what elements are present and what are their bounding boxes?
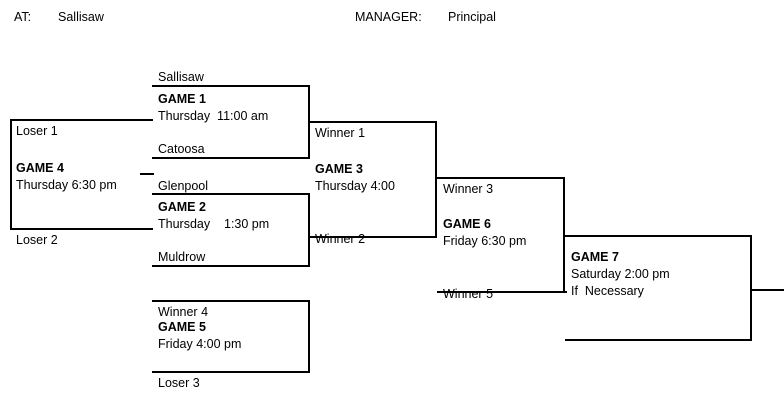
game-6-bottom-rule <box>437 291 565 293</box>
game-7-top-rule <box>565 235 752 237</box>
game-1-top-rule <box>152 85 310 87</box>
game-2-title: GAME 2 <box>158 200 206 214</box>
manager-label: MANAGER: <box>355 10 422 24</box>
game-6-top-rule <box>437 177 565 179</box>
game-2-schedule: Thursday 1:30 pm <box>158 217 270 231</box>
game-4-left-edge <box>10 119 12 229</box>
connector-game-4-out <box>140 173 154 175</box>
game-4-top-rule <box>10 119 153 121</box>
game-6-schedule: Friday 6:30 pm <box>443 234 527 248</box>
connector-game-3-to-game-6 <box>435 177 439 179</box>
game-3-bottom-slot: Winner 2 <box>315 232 366 246</box>
game-1-top-slot: Sallisaw <box>158 70 204 84</box>
game-7-title: GAME 7 <box>571 250 619 264</box>
game-3-title: GAME 3 <box>315 162 363 176</box>
connector-game-6-to-game-7 <box>563 291 567 293</box>
at-value: Sallisaw <box>58 10 104 24</box>
game-6-right-edge <box>563 177 565 292</box>
game-3-top-rule <box>310 121 437 123</box>
game-3-top-slot: Winner 1 <box>315 126 366 140</box>
game-1-title: GAME 1 <box>158 92 206 106</box>
manager-value: Principal <box>448 10 496 24</box>
game-4-top-slot: Loser 1 <box>16 124 58 138</box>
game-1-schedule: Thursday 11:00 am <box>158 109 269 123</box>
game-5-bottom-slot: Loser 3 <box>158 376 200 390</box>
game-5-schedule: Friday 4:00 pm <box>158 337 242 351</box>
at-label: AT: <box>14 10 32 24</box>
connector-game-2-to-game-3 <box>308 236 312 238</box>
game-4-title: GAME 4 <box>16 161 64 175</box>
game-5-bottom-rule <box>152 371 310 373</box>
game-7-right-edge <box>750 235 752 340</box>
game-7-bottom-rule <box>565 339 752 341</box>
game-3-schedule: Thursday 4:00 <box>315 179 395 193</box>
game-5-right-edge <box>308 300 310 372</box>
game-2-right-edge <box>308 193 310 266</box>
game-2-top-rule <box>152 193 310 195</box>
connector-game-1-to-game-3 <box>308 121 312 123</box>
game-6-top-slot: Winner 3 <box>443 182 494 196</box>
game-4-bottom-slot: Loser 2 <box>16 233 58 247</box>
game-1-bottom-slot: Catoosa <box>158 142 205 156</box>
game-2-bottom-slot: Muldrow <box>158 250 206 264</box>
game-7-note: If Necessary <box>571 284 644 298</box>
connector-game-7-champion-out <box>752 289 784 291</box>
game-4-schedule: Thursday 6:30 pm <box>16 178 117 192</box>
game-5-top-slot: Winner 4 <box>158 305 209 319</box>
game-7-schedule: Saturday 2:00 pm <box>571 267 670 281</box>
game-1-bottom-rule <box>152 157 310 159</box>
game-3-right-edge <box>435 121 437 237</box>
game-6-bottom-slot: Winner 5 <box>443 287 494 301</box>
game-6-title: GAME 6 <box>443 217 491 231</box>
game-2-top-slot: Glenpool <box>158 179 209 193</box>
game-4-bottom-rule <box>10 228 153 230</box>
game-5-title: GAME 5 <box>158 320 206 334</box>
game-2-bottom-rule <box>152 265 310 267</box>
game-3-bottom-rule <box>310 236 437 238</box>
game-5-top-rule <box>152 300 310 302</box>
